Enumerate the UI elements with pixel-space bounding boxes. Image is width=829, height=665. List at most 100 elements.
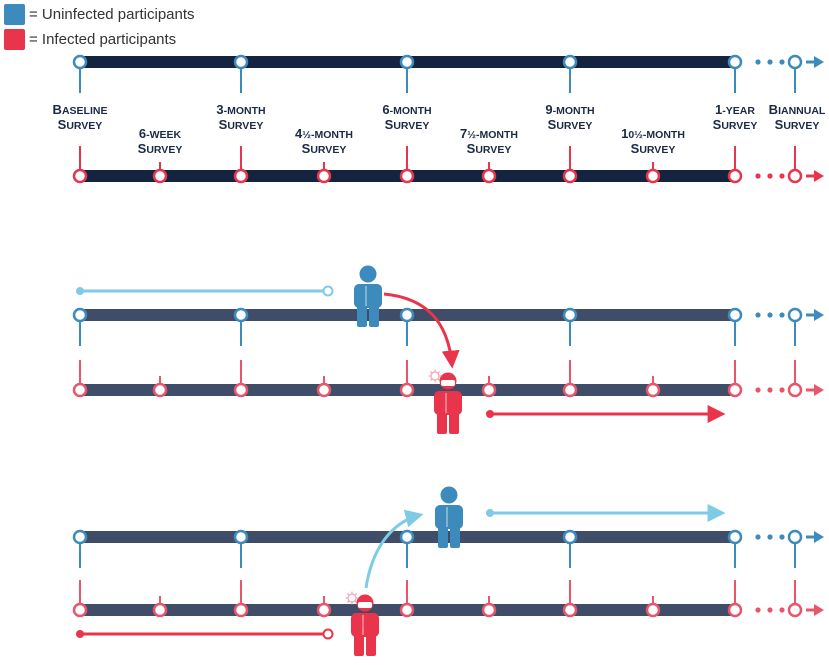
survey-node	[233, 307, 249, 323]
infected-person	[434, 372, 462, 434]
person-head	[359, 265, 377, 283]
survey-node	[233, 54, 249, 70]
continuation-dot	[755, 387, 761, 393]
survey-node	[72, 54, 88, 70]
survey-node	[787, 382, 803, 398]
infected-person-panel3	[351, 594, 379, 656]
virus-spike	[429, 370, 433, 374]
virus-spike	[437, 378, 441, 382]
continuation-dot	[779, 387, 785, 393]
survey-node	[562, 602, 578, 618]
panel1-uninfected-timeline	[72, 54, 824, 93]
continuation-dot	[779, 534, 785, 540]
survey-node	[645, 168, 661, 184]
survey-node	[233, 382, 249, 398]
survey-node	[233, 529, 249, 545]
person-right-leg	[366, 634, 376, 656]
virus-body	[430, 371, 440, 381]
extras	[76, 265, 726, 656]
survey-node	[562, 529, 578, 545]
survey-node	[727, 168, 743, 184]
survey-node	[481, 168, 497, 184]
survey-node	[787, 529, 803, 545]
person-torso	[354, 284, 382, 308]
survey-node	[787, 54, 803, 70]
virus-spike	[354, 592, 358, 596]
person-torso	[351, 613, 379, 637]
person-head	[440, 486, 458, 504]
continuation-dot	[767, 173, 773, 179]
continuation-arrow-head	[814, 170, 824, 182]
legend-infected: = Infected participants	[4, 29, 195, 50]
survey-node	[233, 168, 249, 184]
virus-spike	[354, 600, 358, 604]
survey-node	[152, 602, 168, 618]
virus-spike	[346, 600, 350, 604]
survey-node	[727, 382, 743, 398]
uninfected-person	[354, 265, 382, 327]
panel3-uninfected-timeline	[72, 529, 824, 568]
continuation-dot	[767, 387, 773, 393]
survey-node	[72, 307, 88, 323]
survey-node	[787, 307, 803, 323]
followup-start-dot	[486, 509, 494, 517]
face-mask	[441, 380, 455, 386]
person-arm-gap	[362, 615, 364, 635]
followup-start-dot	[76, 630, 84, 638]
followup-end-node	[322, 628, 334, 640]
continuation-dot	[779, 59, 785, 65]
survey-node	[727, 602, 743, 618]
survey-node	[562, 307, 578, 323]
continuation-dot	[779, 312, 785, 318]
continuation-dot	[755, 312, 761, 318]
person-right-leg	[369, 305, 379, 327]
person-left-leg	[437, 412, 447, 434]
survey-node	[152, 168, 168, 184]
survey-node	[72, 168, 88, 184]
continuation-arrow-head	[814, 56, 824, 68]
person-left-leg	[357, 305, 367, 327]
survey-node	[645, 602, 661, 618]
survey-node	[399, 382, 415, 398]
continuation-arrow-head	[814, 531, 824, 543]
virus-spike	[346, 592, 350, 596]
survey-node	[645, 382, 661, 398]
survey-node	[727, 54, 743, 70]
survey-node	[727, 307, 743, 323]
recovery-arrow	[364, 509, 424, 589]
continuation-arrow-head	[814, 309, 824, 321]
continuation-dot	[779, 607, 785, 613]
person-arm-gap	[445, 393, 447, 413]
continuation-dot	[755, 534, 761, 540]
survey-node	[787, 602, 803, 618]
person-torso	[435, 505, 463, 529]
continuation-dot	[767, 312, 773, 318]
person-left-leg	[354, 634, 364, 656]
person-right-leg	[450, 526, 460, 548]
infection-arrow	[383, 292, 460, 369]
continuation-dot	[779, 173, 785, 179]
continuation-arrow-head	[814, 384, 824, 396]
panel3-infected-timeline	[72, 580, 824, 618]
legend-uninfected: = Uninfected participants	[4, 4, 195, 25]
face-mask	[358, 602, 372, 608]
survey-node	[316, 168, 332, 184]
continuation-dot	[767, 534, 773, 540]
survey-node	[316, 382, 332, 398]
survey-node	[399, 602, 415, 618]
survey-node	[481, 382, 497, 398]
infected-label: = Infected participants	[29, 31, 177, 48]
survey-node	[562, 382, 578, 398]
survey-node	[233, 602, 249, 618]
survey-node	[152, 382, 168, 398]
continuation-arrow-head	[814, 604, 824, 616]
survey-node	[72, 529, 88, 545]
infected-swatch	[4, 29, 25, 50]
person-left-leg	[438, 526, 448, 548]
recovered-person	[435, 486, 463, 548]
survey-node	[72, 382, 88, 398]
virus-icon	[345, 591, 359, 605]
panel1-infected-timeline	[72, 146, 824, 184]
survey-node	[316, 602, 332, 618]
panel2-infected-timeline	[72, 360, 824, 398]
